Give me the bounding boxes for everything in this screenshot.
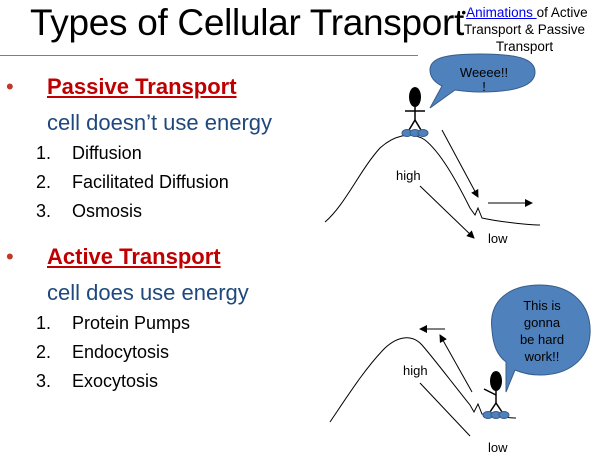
active-diagram: This is gonna be hard work!! high low [329,284,591,455]
active-item-protein-pumps: 1.Protein Pumps [36,313,191,333]
animations-note: •Animations of Active Transport & Passiv… [442,4,607,55]
active-bubble-line2: gonna [524,315,561,330]
passive-bubble-line1: Weeee!! [460,65,508,80]
passive-item-osmosis: 3.Osmosis [36,201,143,221]
passive-bubble-line2: ! [482,79,486,94]
active-subtitle: cell does use energy [47,280,249,305]
passive-speech-bubble: Weeee!! ! [429,53,536,109]
active-heading: Active Transport [47,244,221,269]
passive-stick-figure [401,87,429,137]
passive-low-label: low [488,231,508,246]
note-text-line1: of Active [536,5,588,20]
slide-title: Types of Cellular Transport [30,2,465,43]
passive-high-label: high [396,168,421,183]
passive-item-facilitated-diffusion: 2.Facilitated Diffusion [36,172,229,192]
passive-subtitle: cell doesn’t use energy [47,110,273,135]
active-bullet: • [6,244,14,269]
active-bubble-line3: be hard [520,332,564,347]
active-slope-arrow [439,334,473,393]
passive-slope-arrow [441,129,479,198]
passive-hill [324,134,541,226]
note-text-line3: Transport [495,39,554,54]
active-item-exocytosis: 3.Exocytosis [36,371,159,391]
active-item-endocytosis: 2.Endocytosis [36,342,170,362]
title-divider [0,55,418,56]
note-text-line2: Transport & Passive [463,22,586,37]
active-hill [329,337,517,423]
active-high-label: high [403,363,428,378]
active-gradient-line [419,382,471,437]
passive-diagram: Weeee!! ! high low [324,53,541,246]
active-low-label: low [488,440,508,455]
active-stick-figure [482,371,510,419]
note-bullet: • [461,5,467,20]
passive-bullet: • [6,74,14,99]
active-speech-bubble: This is gonna be hard work!! [491,284,591,393]
passive-gradient-arrow [419,185,475,239]
active-bubble-line4: work!! [524,349,560,364]
active-bubble-line1: This is [523,298,561,313]
animations-link[interactable]: Animations [466,5,537,20]
passive-heading: Passive Transport [47,74,237,99]
passive-item-diffusion: 1.Diffusion [36,143,142,163]
